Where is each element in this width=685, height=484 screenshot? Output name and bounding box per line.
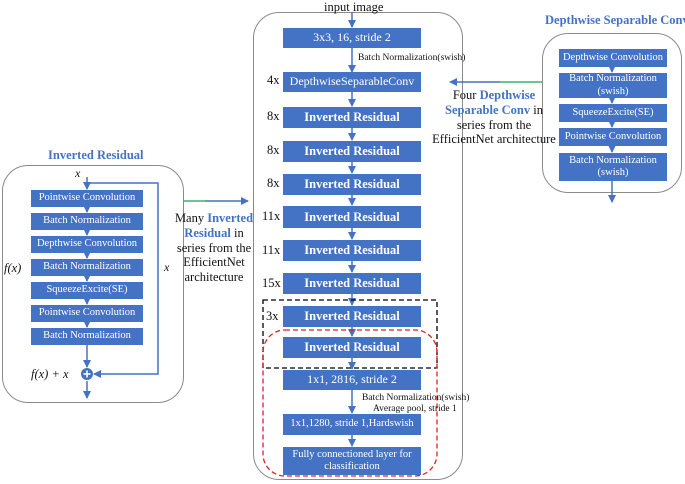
group-box-red	[262, 329, 438, 477]
annotation-right-post: in series from the EfficientNet architec…	[432, 102, 556, 147]
conv-head-block: 1x1, 2816, stride 2	[283, 370, 421, 390]
ir-pointwise-conv-1: Pointwise Convolution	[31, 190, 143, 207]
input-x-label: x	[75, 166, 81, 180]
skip-x-label: x	[164, 260, 170, 274]
stage-6-multiplier: 11x	[262, 243, 281, 257]
stage-7-inverted-residual-block: Inverted Residual	[283, 273, 421, 294]
sum-label: f(x) + x	[31, 367, 69, 381]
ir-batch-norm-3: Batch Normalization	[31, 328, 143, 345]
dsc-pointwise-conv: Pointwise Convolution	[559, 128, 667, 146]
depthwise-separable-title: Depthwise Separable Conv	[545, 13, 685, 27]
ir-depthwise-conv: Depthwise Convolution	[31, 236, 143, 253]
stage-3-multiplier: 8x	[267, 143, 280, 157]
dsc-depthwise-conv: Depthwise Convolution	[559, 49, 667, 67]
head-pool-note: Average pool, stride 1	[373, 404, 457, 414]
stage-4-multiplier: 8x	[267, 176, 280, 190]
ir-pointwise-conv-2: Pointwise Convolution	[31, 305, 143, 322]
ir-squeeze-excite: SqueezeExcite(SE)	[31, 282, 143, 299]
head-bn-note: Batch Normalization(swish)	[362, 393, 470, 403]
stage-1-multiplier: 4x	[267, 73, 280, 87]
dsc-squeeze-excite: SqueezeExcite(SE)	[559, 104, 667, 122]
dsc-batch-norm-1: Batch Normalization (swish)	[559, 73, 667, 98]
depthwise-separable-annotation: Four Depthwise Separable Conv in series …	[432, 88, 556, 147]
fx-label: f(x)	[4, 261, 22, 275]
stage-9-inverted-residual-block: Inverted Residual	[283, 337, 421, 358]
annotation-left-pre: Many	[174, 211, 205, 225]
inverted-residual-title: Inverted Residual	[48, 148, 144, 162]
stage-8-multiplier: 3x	[266, 309, 279, 323]
ir-batch-norm-1: Batch Normalization	[31, 213, 143, 230]
group-box-black	[262, 299, 438, 369]
inverted-residual-annotation: Many Inverted Residual in series from th…	[172, 211, 256, 285]
stage-6-inverted-residual-block: Inverted Residual	[283, 240, 421, 261]
stem-bn-note: Batch Normalization(swish)	[358, 53, 466, 63]
annotation-left-post: in series from the EfficientNet architec…	[176, 225, 252, 284]
stage-5-inverted-residual-block: Inverted Residual	[283, 206, 421, 228]
stage-5-multiplier: 11x	[262, 209, 281, 223]
annotation-right-highlight: Depthwise Separable Conv	[445, 88, 536, 117]
stage-7-multiplier: 15x	[262, 276, 281, 290]
stage-2-inverted-residual-block: Inverted Residual	[283, 107, 421, 128]
stem-conv-block: 3x3, 16, stride 2	[283, 28, 421, 48]
sum-node	[81, 368, 93, 380]
stage-4-inverted-residual-block: Inverted Residual	[283, 174, 421, 195]
stage-2-multiplier: 8x	[267, 109, 280, 123]
stage-8-inverted-residual-block: Inverted Residual	[283, 306, 421, 327]
dsc-batch-norm-2: Batch Normalization (swish)	[559, 153, 667, 181]
skip-connection	[87, 182, 159, 378]
pointwise-hardswish-block: 1x1,1280, stride 1,Hardswish	[283, 414, 421, 435]
annotation-left-highlight: Inverted Residual	[184, 211, 254, 240]
input-image-label: input image	[324, 0, 384, 14]
fully-connected-block: Fully connectioned layer for classificat…	[283, 447, 421, 475]
stage-1-dsconv-block: DepthwiseSeparableConv	[283, 72, 421, 92]
annotation-right-pre: Four	[452, 88, 477, 102]
ir-batch-norm-2: Batch Normalization	[31, 259, 143, 276]
stage-3-inverted-residual-block: Inverted Residual	[283, 141, 421, 162]
